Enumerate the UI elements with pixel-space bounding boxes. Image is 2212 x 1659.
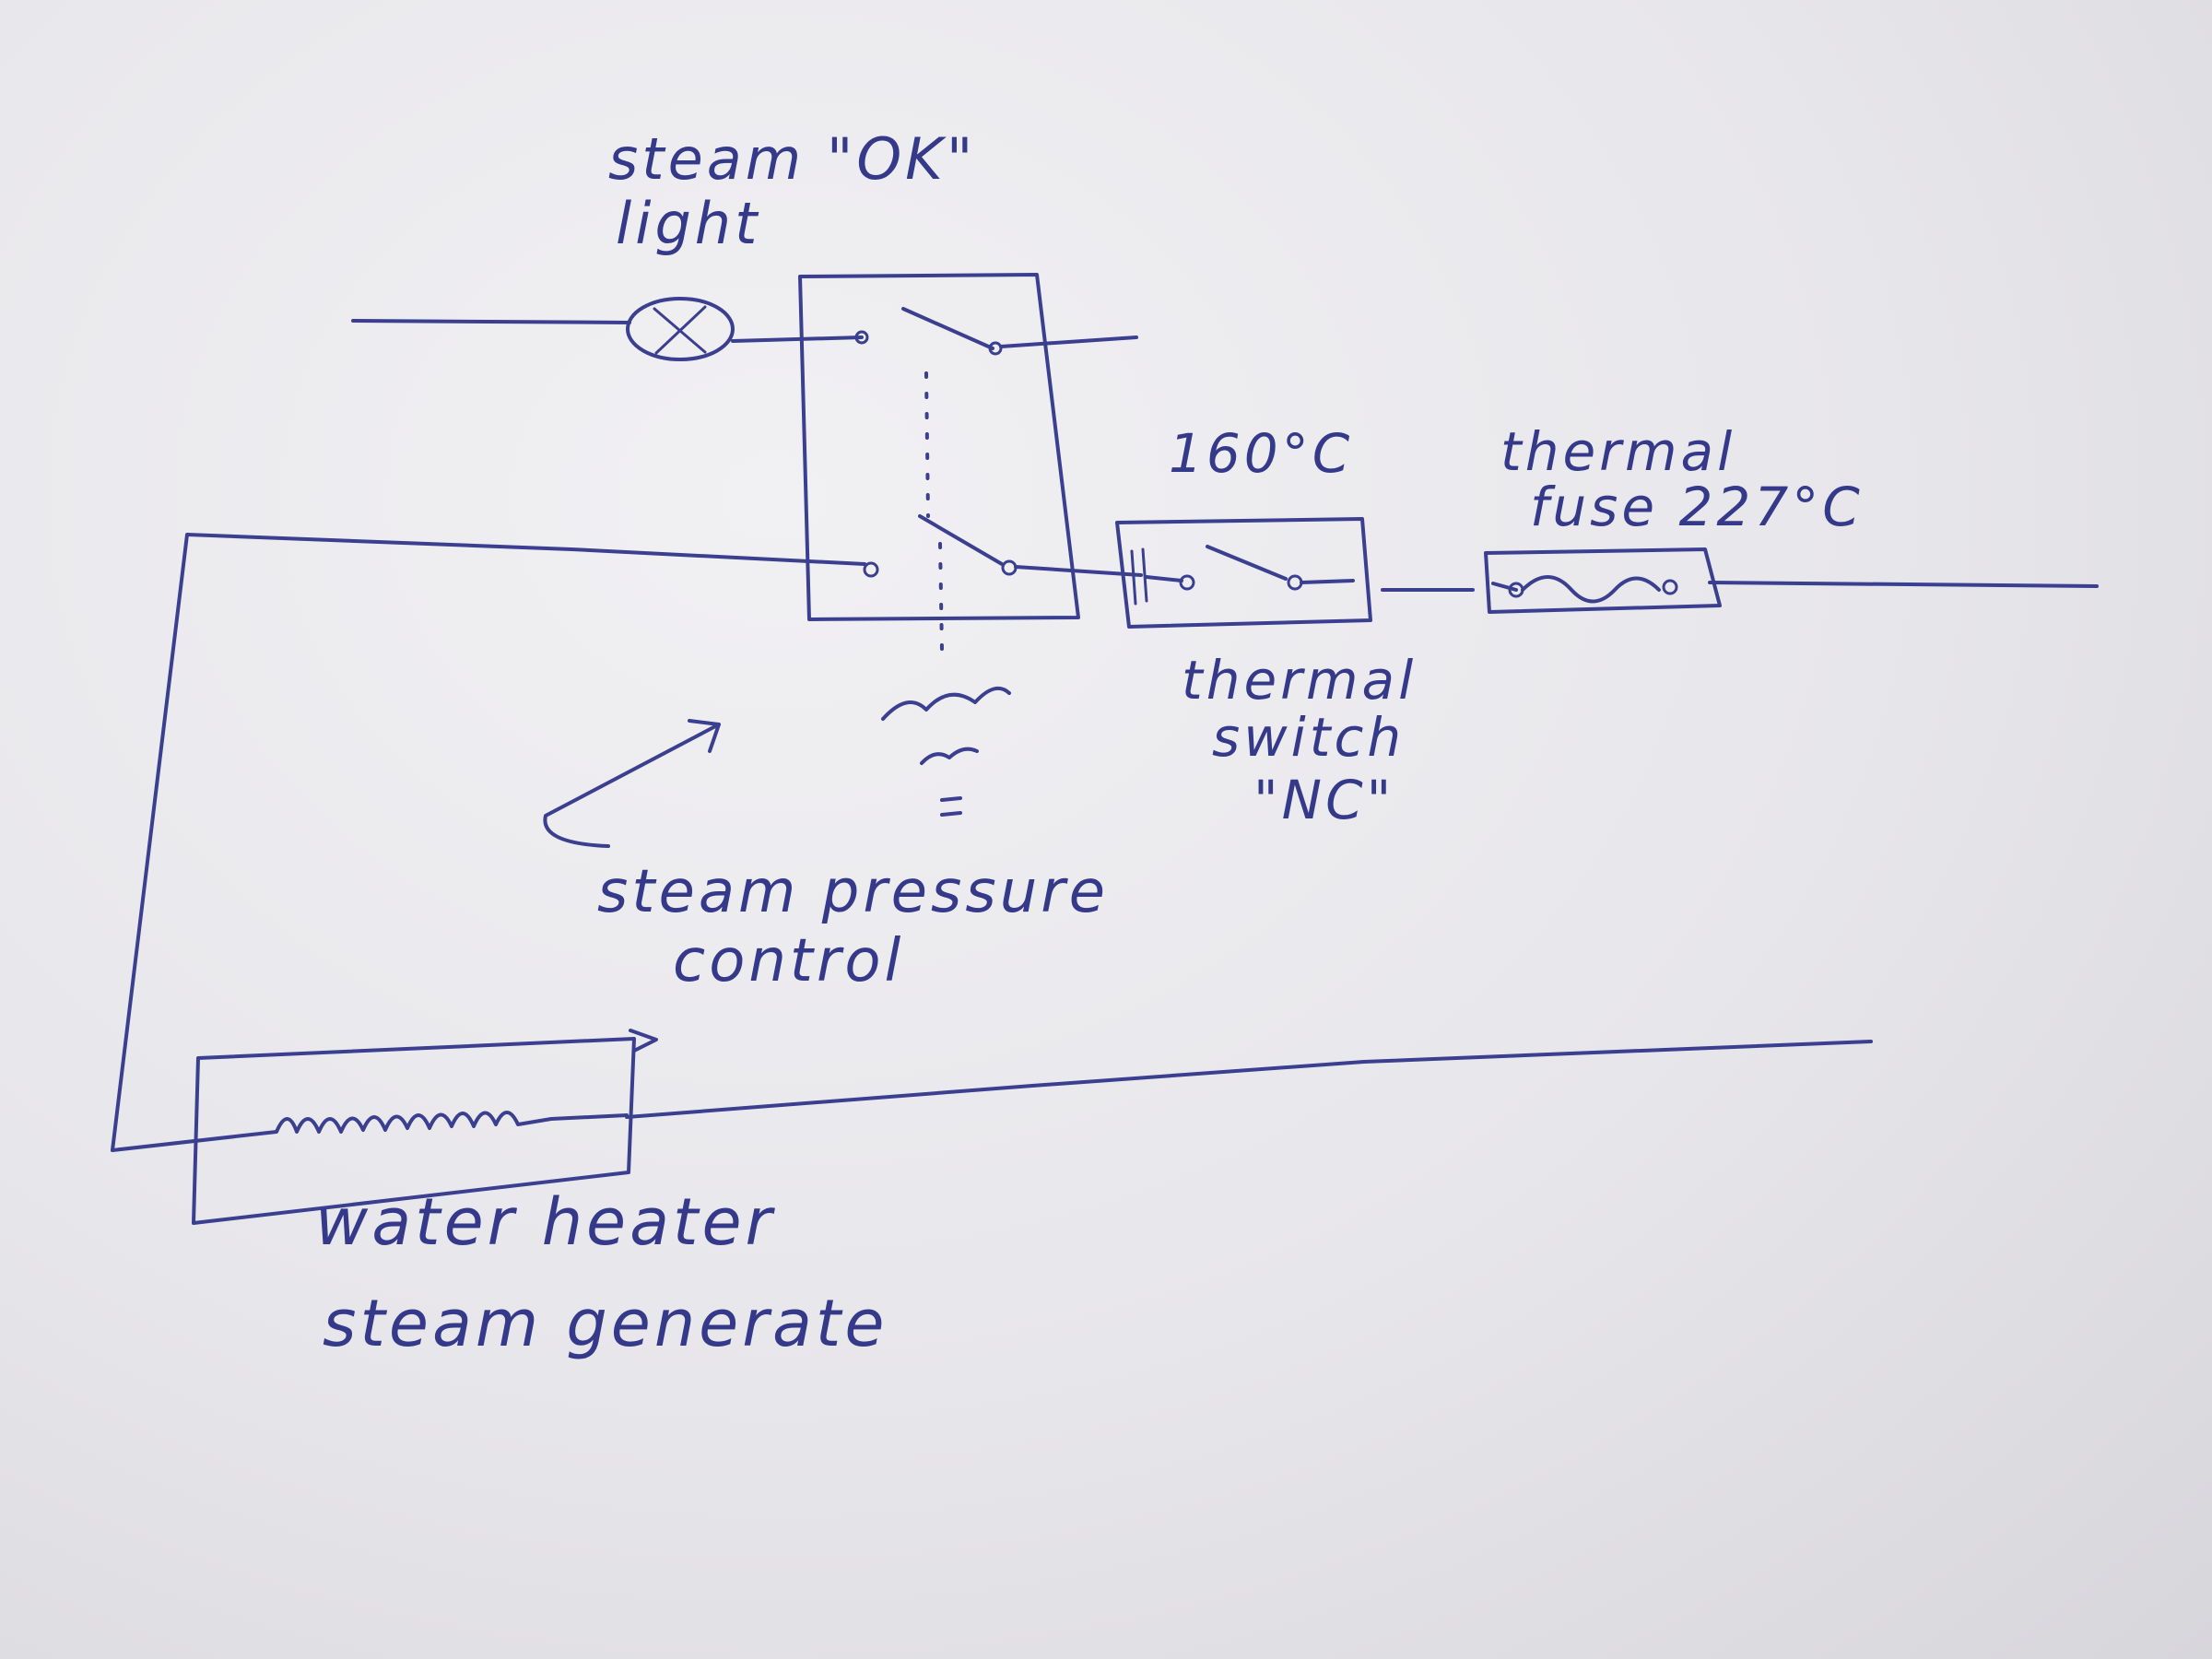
return-wire-left	[111, 533, 866, 1152]
wire-to-thermal-switch	[1014, 565, 1143, 577]
thermal-switch-label-line3: "NC"	[1253, 769, 1395, 831]
water-heater-label: water heater	[315, 1184, 776, 1260]
pressure-switch-linkage	[924, 371, 944, 652]
steam-ok-light-label-line2: light	[616, 190, 761, 257]
thermal-fuse-label-line1: thermal	[1500, 420, 1736, 483]
steam-pressure-control-label-line1: steam pressure	[597, 858, 1109, 926]
lamp-icon	[626, 297, 735, 361]
thermal-switch-label-line2: switch	[1212, 706, 1406, 769]
thermal-switch-label-line1: thermal	[1182, 649, 1418, 712]
neutral-wire	[625, 1040, 1873, 1119]
heater-tick	[629, 1029, 658, 1053]
pressure-sensor-squiggle	[881, 686, 1011, 817]
heater-box	[192, 1037, 636, 1225]
thermal-switch-contact	[1130, 545, 1355, 606]
thermal-fuse-box	[1484, 547, 1722, 614]
pressure-switch-upper-contact	[854, 307, 1138, 356]
pointer-arrow	[543, 719, 721, 848]
thermal-switch-box	[1115, 517, 1372, 629]
steam-pressure-control-label-line2: control	[673, 927, 905, 995]
supply-wire-right	[1708, 581, 2099, 588]
heater-element	[111, 1111, 629, 1152]
temperature-160-label: 160°C	[1169, 422, 1354, 485]
steam-generate-label: steam generate	[323, 1286, 888, 1361]
pressure-switch-box	[798, 273, 1080, 621]
lamp-wire-right	[731, 335, 864, 343]
thermal-fuse-label-line2: fuse 227°C	[1530, 476, 1864, 538]
thermal-fuse-element	[1491, 575, 1678, 604]
steam-ok-light-label-line1: steam "OK"	[608, 125, 977, 193]
lamp-wire-left	[351, 319, 631, 324]
